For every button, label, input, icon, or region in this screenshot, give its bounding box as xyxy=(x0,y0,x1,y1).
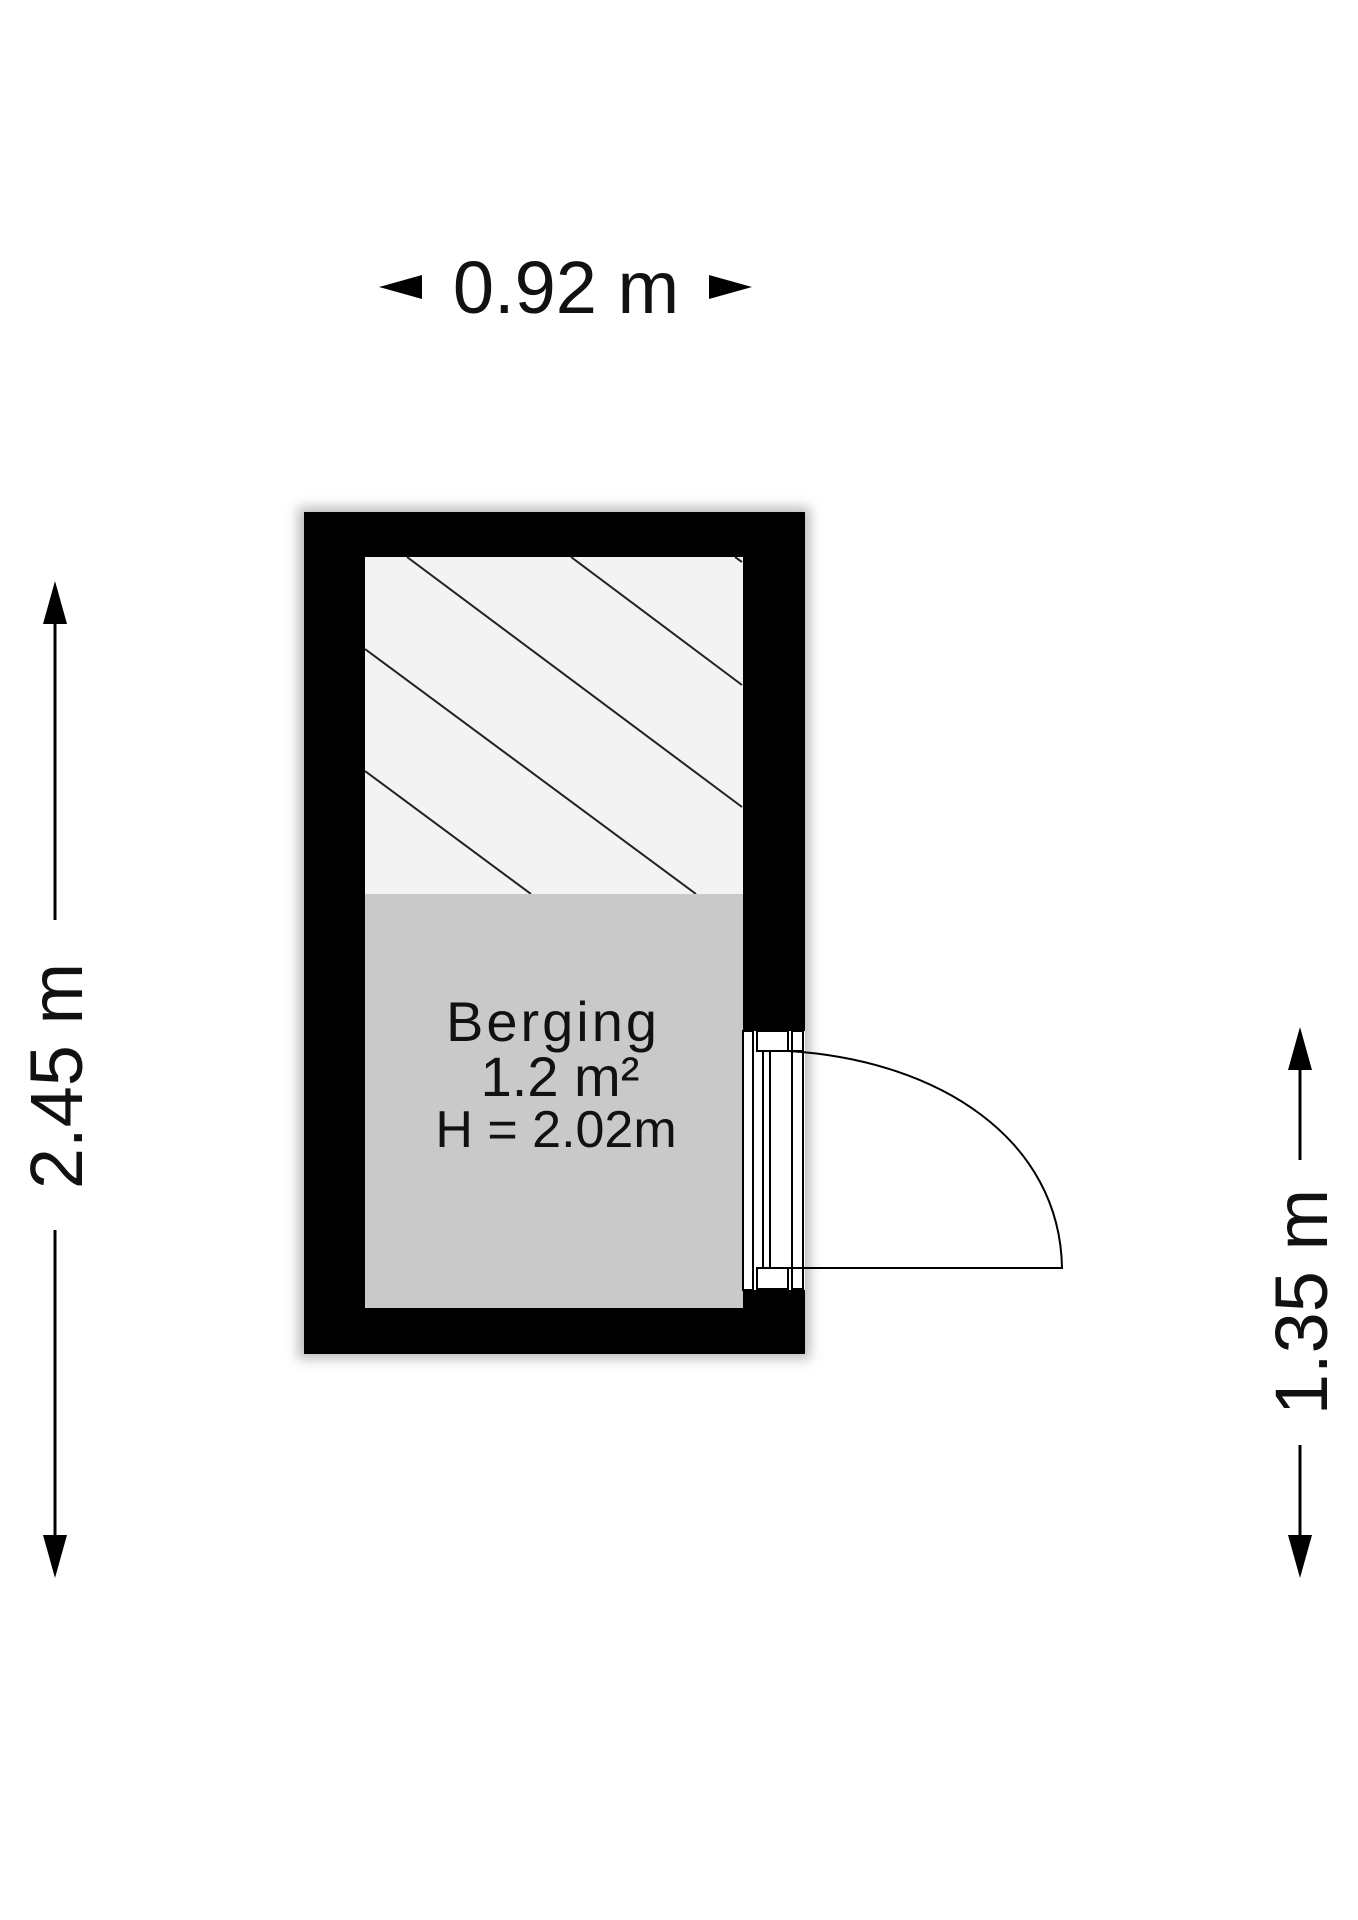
arrow-up-icon xyxy=(1288,1027,1312,1070)
room-height: H = 2.02m xyxy=(435,1101,676,1159)
door-side-label: 1.35 m xyxy=(1260,1189,1343,1415)
door-swing-arc xyxy=(787,1050,1064,1269)
door[interactable] xyxy=(742,1030,1064,1291)
height-dimension: 2.45 m xyxy=(15,581,98,1578)
arrow-right-icon xyxy=(709,275,752,299)
height-label: 2.45 m xyxy=(15,963,98,1189)
width-dimension: 0.92 m xyxy=(379,246,752,329)
hatch-lines xyxy=(365,557,743,894)
arrow-left-icon xyxy=(379,275,422,299)
room-area: 1.2 m² xyxy=(481,1045,640,1108)
room-floor xyxy=(365,894,743,1308)
room-name: Berging xyxy=(446,990,660,1053)
door-side-dimension: 1.35 m xyxy=(1260,1027,1343,1578)
arrow-up-icon xyxy=(43,581,67,624)
arrow-down-icon xyxy=(43,1535,67,1578)
hatched-area xyxy=(365,557,743,894)
arrow-down-icon xyxy=(1288,1535,1312,1578)
width-label: 0.92 m xyxy=(453,246,679,329)
